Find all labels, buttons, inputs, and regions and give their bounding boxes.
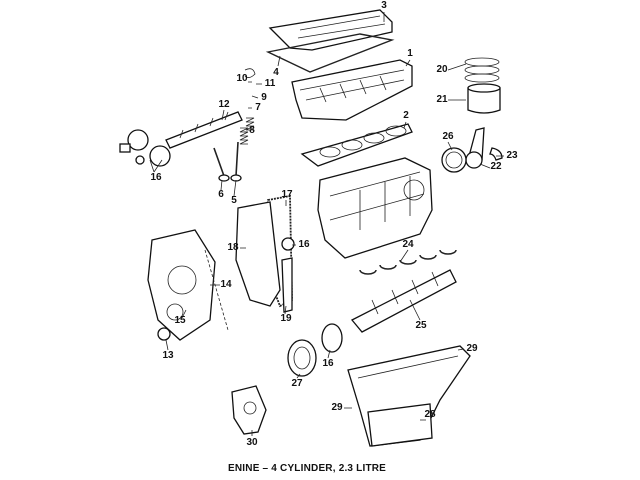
callout-30: 30 xyxy=(246,437,258,448)
callout-6: 6 xyxy=(218,189,224,200)
callout-17: 17 xyxy=(281,189,293,200)
piston-rings xyxy=(464,57,500,83)
front-cover xyxy=(147,229,229,341)
callout-5: 5 xyxy=(231,195,237,206)
crank-sprocket xyxy=(321,323,343,353)
timing-cover xyxy=(235,201,295,307)
callout-20: 20 xyxy=(436,64,448,75)
head-gasket xyxy=(300,123,413,167)
crank-pulley xyxy=(287,339,317,377)
valve-cover xyxy=(268,9,393,51)
rear-main-seal xyxy=(441,147,467,173)
callout-8: 8 xyxy=(249,125,255,136)
callout-26: 26 xyxy=(442,131,454,142)
callout-16: 16 xyxy=(298,239,310,250)
callout-13: 13 xyxy=(162,350,174,361)
callout-25: 25 xyxy=(415,320,427,331)
callout-11: 11 xyxy=(264,78,276,89)
crankshaft xyxy=(350,269,457,333)
front-seal xyxy=(157,327,171,341)
callout-2: 2 xyxy=(403,110,409,121)
piston xyxy=(467,83,501,114)
callout-16: 16 xyxy=(150,172,162,183)
callout-23: 23 xyxy=(506,150,518,161)
callout-4: 4 xyxy=(273,67,279,78)
chain-guide xyxy=(281,257,293,313)
callout-29: 29 xyxy=(331,402,343,413)
cam-sprockets xyxy=(119,129,171,167)
engine-block xyxy=(317,157,433,259)
callout-7: 7 xyxy=(255,102,261,113)
callout-19: 19 xyxy=(280,313,292,324)
callout-9: 9 xyxy=(261,92,267,103)
callout-28: 28 xyxy=(424,409,436,420)
callout-24: 24 xyxy=(402,239,414,250)
callout-16: 16 xyxy=(322,358,334,369)
camshaft xyxy=(165,111,243,149)
callout-14: 14 xyxy=(220,279,232,290)
callout-3: 3 xyxy=(381,0,387,11)
diagram-caption: ENINE – 4 CYLINDER, 2.3 LITRE xyxy=(228,463,387,474)
main-bearings xyxy=(359,249,457,275)
valve-cover-gasket xyxy=(265,33,395,73)
callout-1: 1 xyxy=(407,48,413,59)
cylinder-head xyxy=(291,59,413,121)
oil-pan xyxy=(347,345,471,447)
callout-18: 18 xyxy=(227,242,239,253)
leader-lines xyxy=(149,12,504,436)
callout-22: 22 xyxy=(490,161,502,172)
callout-29: 29 xyxy=(466,343,478,354)
callout-21: 21 xyxy=(436,94,448,105)
callout-15: 15 xyxy=(174,315,186,326)
callout-27: 27 xyxy=(291,378,303,389)
callout-10: 10 xyxy=(236,73,248,84)
connecting-rod xyxy=(465,127,503,169)
callout-12: 12 xyxy=(218,99,230,110)
oil-pump xyxy=(231,385,267,435)
